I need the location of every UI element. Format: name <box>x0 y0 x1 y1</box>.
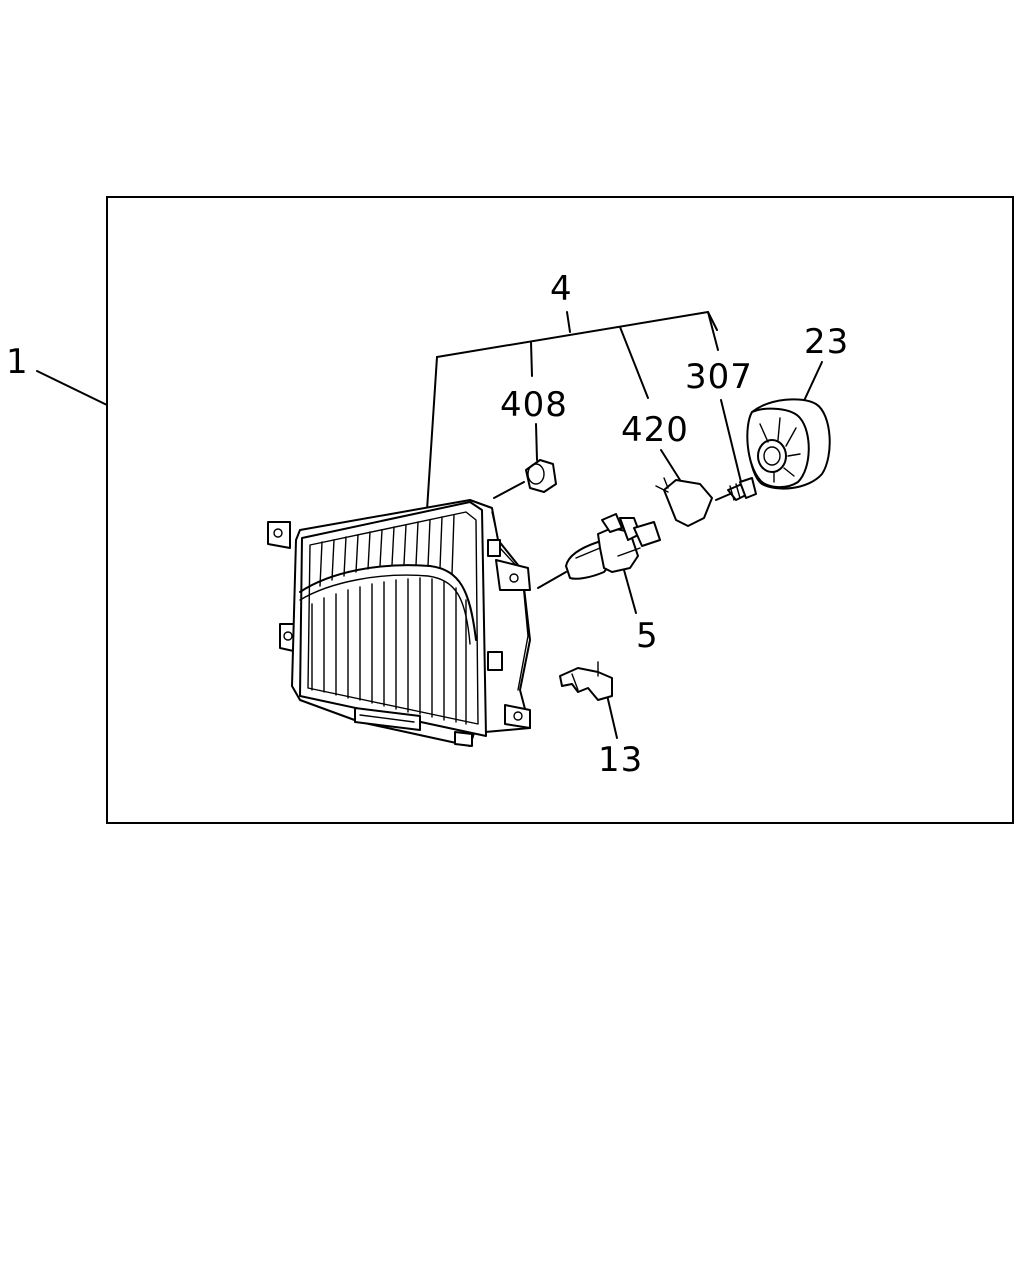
clip-13 <box>559 661 613 701</box>
cap-420 <box>655 477 713 527</box>
bulb-5 <box>537 513 661 589</box>
headlamp-housing <box>267 499 531 747</box>
callout-5[interactable]: 5 <box>636 616 659 656</box>
assembly-frame <box>106 196 1014 824</box>
grommet-408 <box>493 459 557 499</box>
leader-5 <box>623 569 637 614</box>
socket-cover-23 <box>746 398 831 490</box>
callout-13[interactable]: 13 <box>598 740 643 780</box>
leader-420 <box>660 449 681 481</box>
callout-307[interactable]: 307 <box>685 357 753 397</box>
leader-1 <box>36 370 108 406</box>
leader-307 <box>720 399 742 483</box>
leader-23 <box>802 361 823 404</box>
callout-420[interactable]: 420 <box>621 410 689 450</box>
callout-4[interactable]: 4 <box>550 269 573 309</box>
callout-23[interactable]: 23 <box>804 322 849 362</box>
leader-4-bracket <box>426 311 719 511</box>
callout-408[interactable]: 408 <box>500 385 568 425</box>
screw-307 <box>715 477 757 501</box>
callout-1[interactable]: 1 <box>6 342 29 382</box>
leader-13 <box>606 694 618 739</box>
leader-408 <box>535 423 538 461</box>
